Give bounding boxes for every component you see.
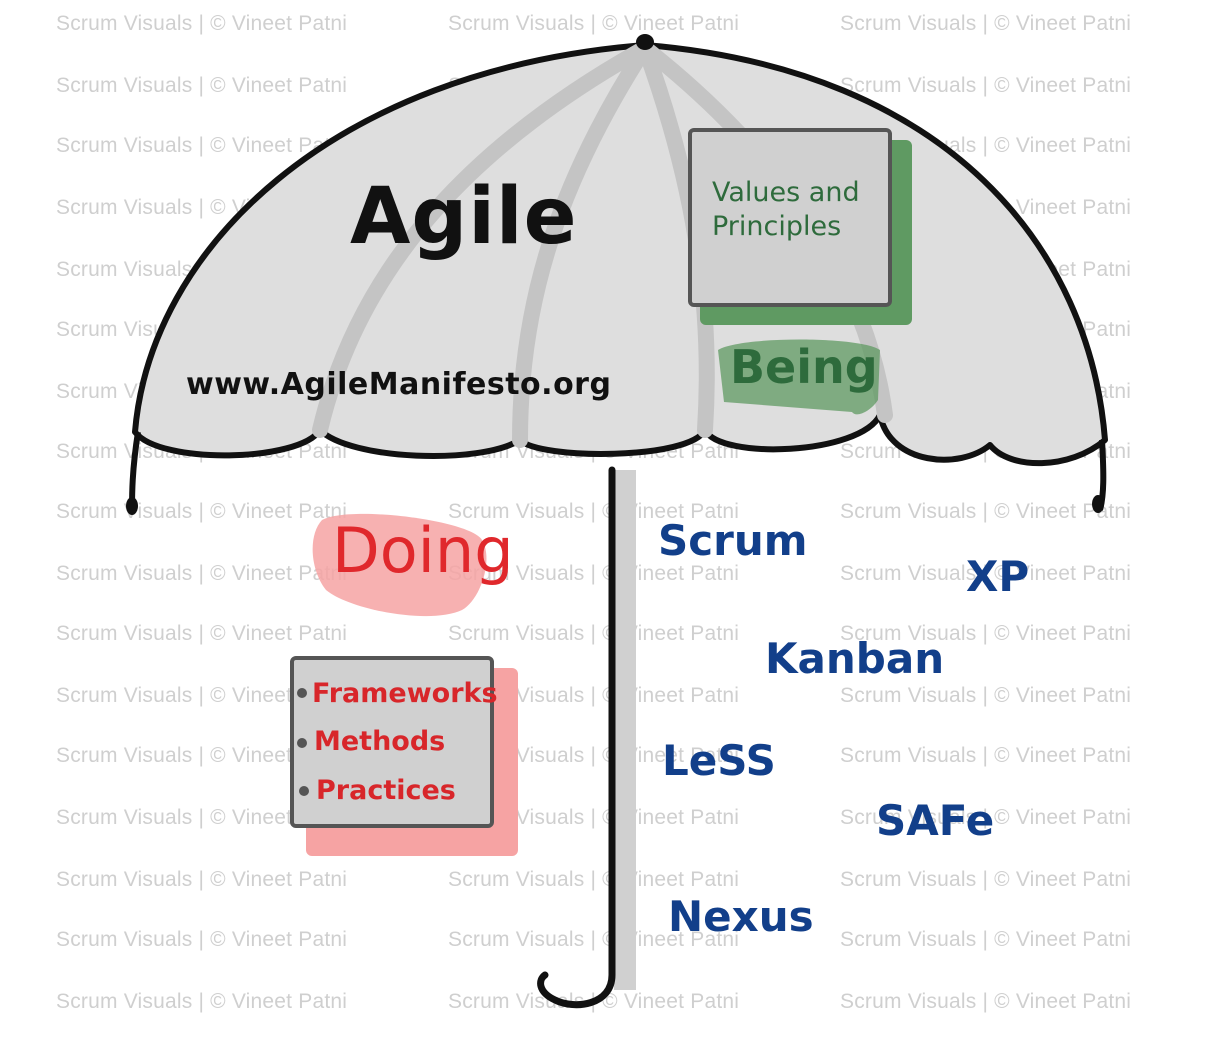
values-principles-label: Values and Principles <box>712 176 860 244</box>
being-label: Being <box>730 340 878 394</box>
umbrella-tip <box>636 34 654 50</box>
values-line-2: Principles <box>712 210 842 242</box>
doing-item: Frameworks <box>312 678 498 709</box>
doing-item: Methods <box>314 726 446 757</box>
values-box <box>688 128 892 307</box>
being-highlight <box>718 339 880 415</box>
framework-label: SAFe <box>876 796 995 845</box>
manifesto-url: www.AgileManifesto.org <box>186 367 612 402</box>
framework-label: Kanban <box>765 634 945 683</box>
framework-label: XP <box>966 552 1030 601</box>
framework-label: Scrum <box>658 516 808 565</box>
framework-label: Nexus <box>668 892 814 941</box>
doing-item: Practices <box>316 775 456 806</box>
doing-highlight <box>312 513 487 617</box>
doing-label: Doing <box>332 514 514 587</box>
umbrella-handle <box>537 466 616 1009</box>
agile-title: Agile <box>350 172 578 262</box>
values-line-1: Values and <box>712 177 860 208</box>
framework-label: LeSS <box>662 736 776 785</box>
doing-box <box>290 656 494 828</box>
